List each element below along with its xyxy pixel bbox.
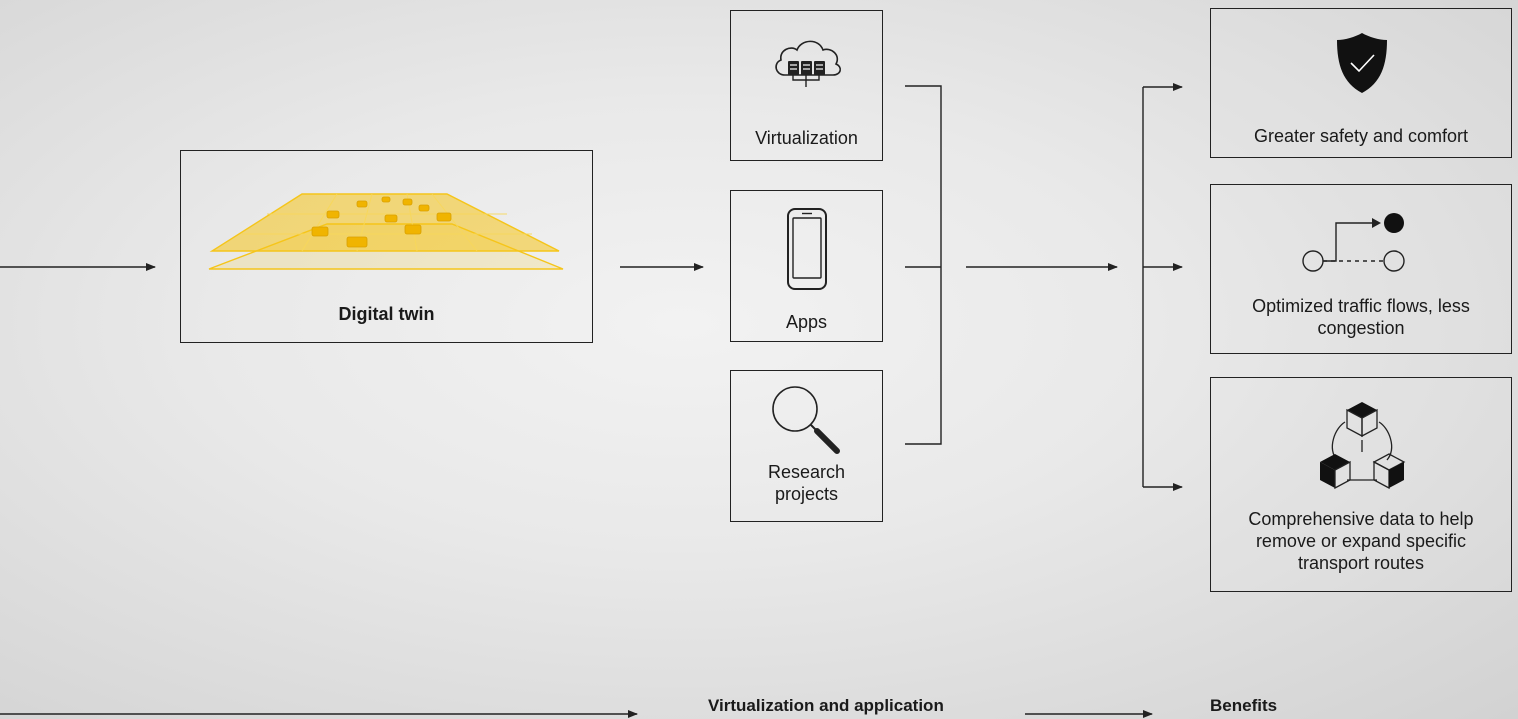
benefit-box-traffic: Optimized traffic flows, less congestion <box>1210 184 1512 354</box>
benefit-box-safety: Greater safety and comfort <box>1210 8 1512 158</box>
application-box-research: Research projects <box>730 370 883 522</box>
cloud-server-icon <box>775 40 842 87</box>
benefit-box-data: Comprehensive data to help remove or exp… <box>1210 377 1512 592</box>
application-box-apps: Apps <box>730 190 883 342</box>
traffic-flows-label: Optimized traffic flows, less congestion <box>1252 296 1470 338</box>
virtualization-label: Virtualization <box>755 128 858 148</box>
route-flow-icon <box>1302 213 1405 272</box>
shield-check-icon <box>1337 33 1387 93</box>
digital-twin-box: Digital twin <box>180 150 593 343</box>
bracket-applications <box>905 85 942 445</box>
apps-label: Apps <box>785 312 828 332</box>
smartphone-icon <box>787 208 827 290</box>
stage-label-benefits: Benefits <box>1210 696 1278 715</box>
comprehensive-data-label: Comprehensive data to help remove or exp… <box>1248 509 1474 573</box>
stage-label-virtualization-application: Virtualization and application <box>708 696 944 715</box>
application-box-virtualization: Virtualization <box>730 10 883 161</box>
magnifier-icon <box>772 386 840 454</box>
cubes-network-icon <box>1320 402 1406 490</box>
digital-twin-label: Digital twin <box>338 304 435 324</box>
research-projects-label: Research projects <box>767 462 846 504</box>
safety-comfort-label: Greater safety and comfort <box>1253 126 1469 146</box>
digital-twin-road-icon <box>208 193 564 270</box>
